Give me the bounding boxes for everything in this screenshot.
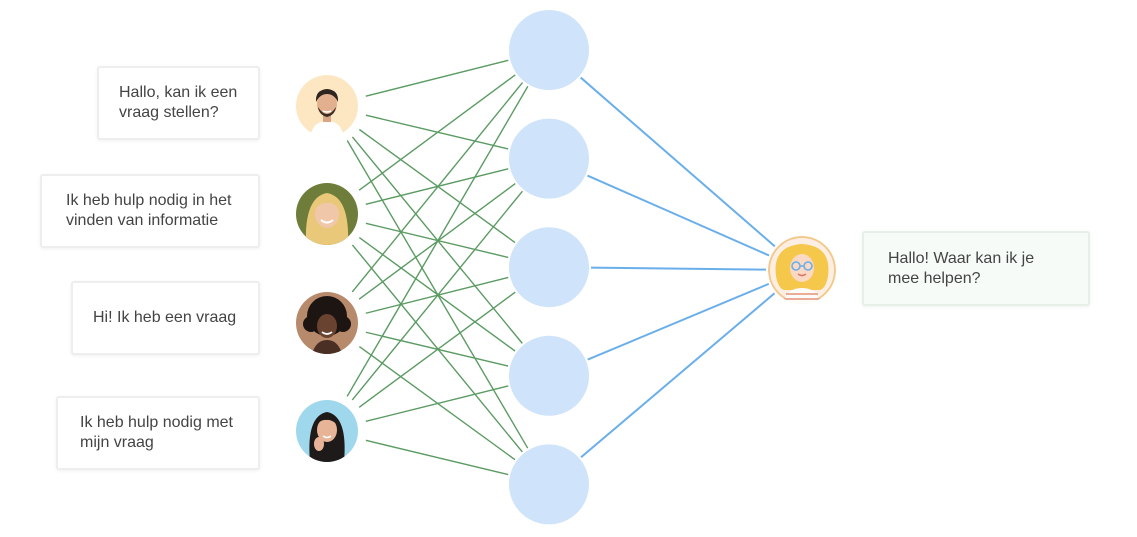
input-connection-line [365,385,509,423]
input-connection-line [365,59,509,97]
user-message-text: Hi! Ik heb een vraag [93,309,237,326]
input-connection-line [358,291,516,408]
user-message-bubble: Ik heb hulp nodig met mijn vraag [56,396,260,470]
input-connection-line [351,82,524,293]
input-connection-line [358,236,516,352]
user-message-text: Ik heb hulp nodig met mijn vraag [80,414,233,451]
input-connection-line [365,168,509,205]
hidden-node [509,118,589,199]
input-connection-line [365,222,509,259]
input-connection-line [346,85,529,397]
hidden-node [509,227,589,308]
input-connection-line [351,244,523,453]
assistant-reply-text: Hallo! Waar kan ik je mee helpen? [888,249,1035,287]
hidden-node [509,335,589,416]
woman-curly-dark-hair-avatar [296,292,358,354]
input-connection-line [351,190,524,401]
user-message-text: Hallo, kan ik een vraag stellen? [119,84,238,121]
user-message-bubble: Hi! Ik heb een vraag [71,281,260,355]
hidden-node [509,444,589,525]
input-connection-line [358,74,516,191]
output-connection-line [580,292,776,459]
input-connection-line [365,439,509,476]
user-message-bubble: Ik heb hulp nodig in het vinden van info… [40,174,260,248]
output-connection-line [580,76,776,248]
man-short-dark-hair-avatar [296,75,358,137]
assistant-woman-glasses-avatar [768,236,836,304]
output-connection-line [590,266,767,271]
assistant-reply-bubble: Hallo! Waar kan ik je mee helpen? [862,231,1090,306]
output-connection-line [587,282,770,361]
user-message-bubble: Hallo, kan ik een vraag stellen? [97,66,260,140]
woman-long-dark-hair-avatar [296,400,358,462]
woman-blonde-hair-avatar [296,183,358,245]
output-connection-line [587,174,770,257]
hidden-node [509,10,589,90]
user-message-text: Ik heb hulp nodig in het vinden van info… [66,192,232,229]
